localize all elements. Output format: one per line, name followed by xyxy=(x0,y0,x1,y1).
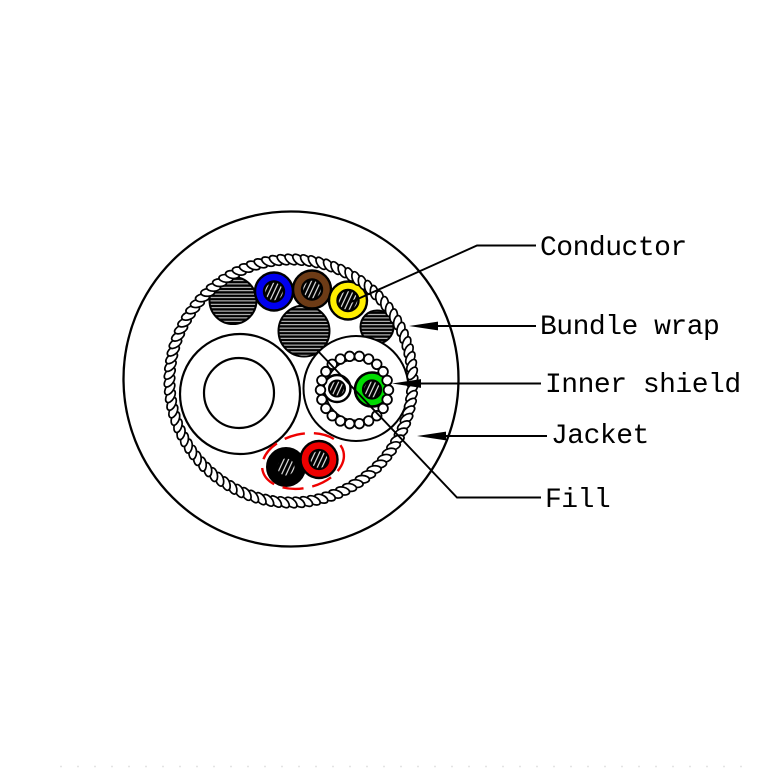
conductor-green-core xyxy=(361,379,383,400)
conductor-yellow-core xyxy=(336,288,360,313)
fill-tube-inner xyxy=(202,356,276,430)
label-jacket: Jacket xyxy=(551,421,649,452)
label-fill: Fill xyxy=(545,485,610,516)
label-bundle-wrap: Bundle wrap xyxy=(540,312,719,343)
fill-leader-line xyxy=(316,349,541,499)
bundle-wrap-braid xyxy=(163,253,419,509)
inner-shield-braid xyxy=(314,350,395,430)
conductor-red-core xyxy=(308,448,330,471)
conductor-leader-line xyxy=(350,244,536,303)
label-conductor: Conductor xyxy=(540,233,687,264)
conductor-blue-core xyxy=(262,280,286,303)
conductor-white-core xyxy=(328,379,346,398)
conductor-black-core xyxy=(276,457,296,477)
label-inner-shield: Inner shield xyxy=(545,370,741,401)
conductor-brown-core xyxy=(300,278,324,301)
inner-shield-arrowhead xyxy=(392,379,421,388)
pair-marker-ellipse xyxy=(260,431,346,491)
jacket-arrowhead xyxy=(417,431,446,441)
bundle-wrap-arrowhead xyxy=(409,321,438,331)
